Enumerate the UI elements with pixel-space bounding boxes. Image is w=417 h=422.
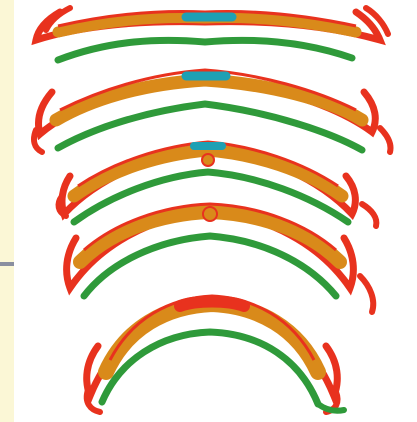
stage-4-outer-layer <box>67 212 354 288</box>
stage-2 <box>34 70 391 152</box>
stage-5 <box>87 296 344 412</box>
stage-2-right-flap <box>380 128 391 152</box>
stage-4-center-knot <box>203 207 217 221</box>
stage-3-right-flap <box>362 204 376 226</box>
stage-5-crest <box>180 302 244 307</box>
stage-5-right-inner-tail <box>318 404 344 411</box>
stage-1 <box>36 8 388 60</box>
stage-2-middle-layer <box>56 80 362 120</box>
stage-1-inner-layer <box>58 40 352 60</box>
stage-3-center-knot <box>202 154 214 166</box>
stage-4-inner-layer <box>84 236 336 296</box>
stage-4-right-flap <box>360 276 373 312</box>
